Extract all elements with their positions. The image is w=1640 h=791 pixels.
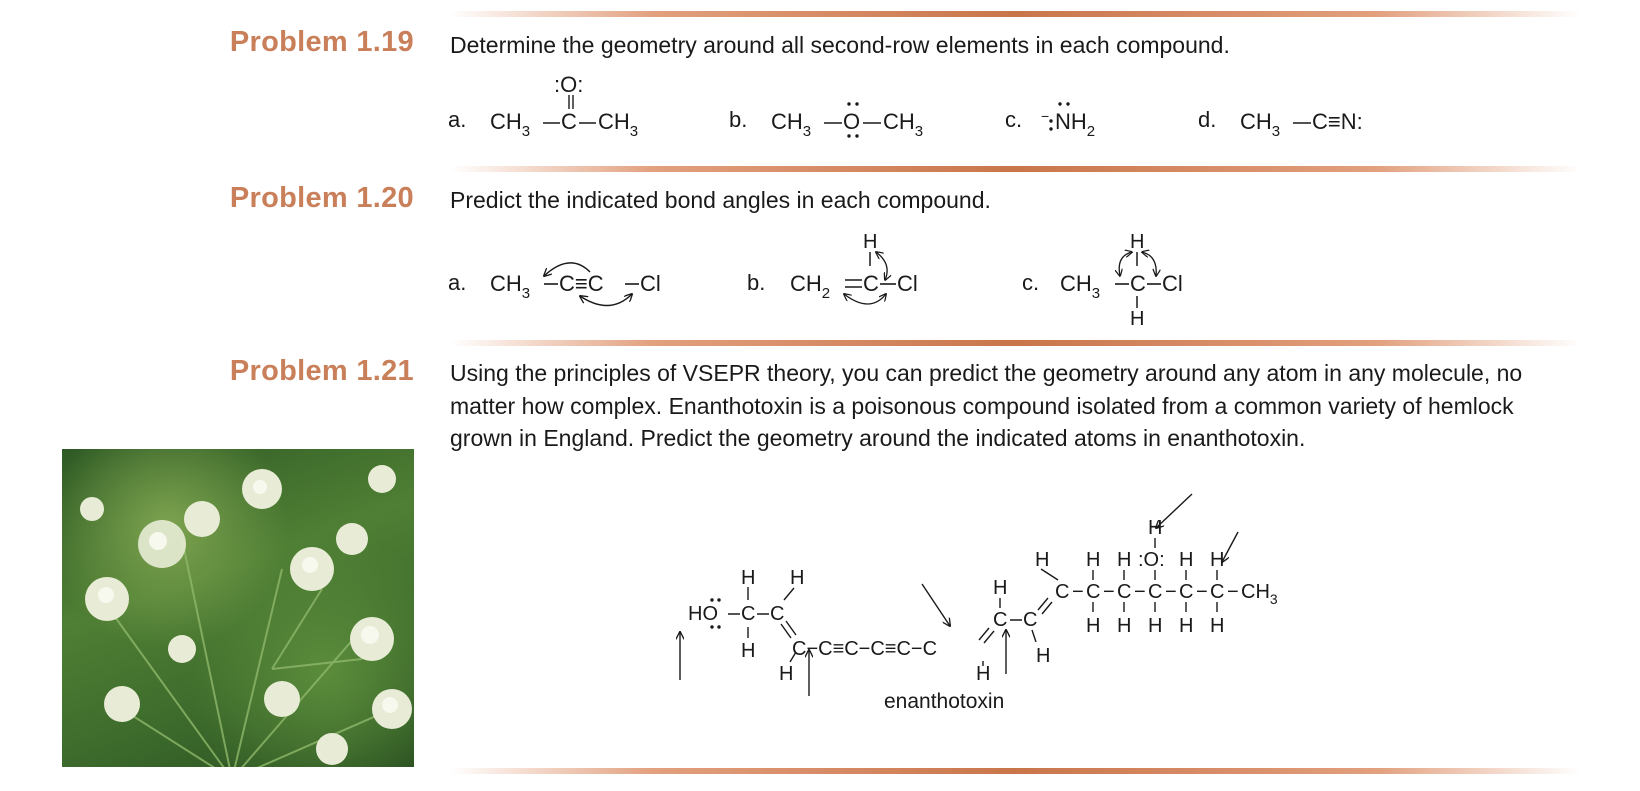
svg-text:H: H xyxy=(1036,645,1050,667)
svg-text:C: C xyxy=(561,109,577,134)
svg-text:CH3: CH3 xyxy=(1060,271,1100,302)
svg-text:C: C xyxy=(1179,581,1193,603)
svg-text:H: H xyxy=(741,567,755,589)
svg-text:b.: b. xyxy=(747,270,765,295)
svg-text:C≡N:: C≡N: xyxy=(1312,109,1363,134)
svg-text:H: H xyxy=(1086,615,1100,637)
svg-text:H: H xyxy=(993,577,1007,599)
svg-text:CH3: CH3 xyxy=(598,109,638,140)
svg-text:Cl: Cl xyxy=(897,271,918,296)
svg-text:C−C≡C−C≡C−C: C−C≡C−C≡C−C xyxy=(792,638,937,660)
section-divider xyxy=(450,166,1580,172)
structure-1-19: a. CH3 C :O: CH3 b. CH3 O CH3 c. − NH2 d… xyxy=(448,72,1363,140)
svg-text:C: C xyxy=(993,609,1007,631)
flower-cluster-icon xyxy=(80,465,412,767)
structure-1-20: a. CH3 C≡C Cl b. CH2 C H Cl c. CH3 C H H… xyxy=(448,231,1183,330)
svg-text:C: C xyxy=(863,271,879,296)
svg-text:a.: a. xyxy=(448,270,466,295)
problem-label: Problem 1.20 xyxy=(229,182,414,214)
svg-text:c.: c. xyxy=(1005,107,1022,132)
svg-text:CH3: CH3 xyxy=(1240,109,1280,140)
svg-text:−: − xyxy=(1103,581,1115,603)
svg-text:C: C xyxy=(741,603,755,625)
svg-text:C: C xyxy=(1210,581,1224,603)
structure-caption: enanthotoxin xyxy=(884,690,1004,713)
svg-text:d.: d. xyxy=(1198,107,1216,132)
svg-text:C: C xyxy=(770,603,784,625)
svg-text:c.: c. xyxy=(1022,270,1039,295)
section-divider xyxy=(450,768,1580,774)
svg-text:H: H xyxy=(1148,615,1162,637)
svg-text:−: − xyxy=(1041,108,1049,124)
section-divider xyxy=(450,340,1580,346)
svg-text:CH3: CH3 xyxy=(1241,581,1278,607)
svg-text:H: H xyxy=(1210,549,1224,571)
svg-text:CH3: CH3 xyxy=(490,271,530,302)
svg-text:−: − xyxy=(1072,581,1084,603)
svg-text:HO: HO xyxy=(688,603,718,625)
svg-text:CH3: CH3 xyxy=(771,109,811,140)
svg-text:H: H xyxy=(1179,549,1193,571)
problem-label: Problem 1.21 xyxy=(229,355,414,387)
svg-text:−: − xyxy=(1165,581,1177,603)
section-divider xyxy=(450,11,1580,17)
svg-text:C: C xyxy=(1055,581,1069,603)
problem-question: Determine the geometry around all second… xyxy=(450,32,1230,58)
svg-text:Cl: Cl xyxy=(1162,271,1183,296)
svg-text:H: H xyxy=(790,567,804,589)
svg-text:−: − xyxy=(1134,581,1146,603)
svg-text:b.: b. xyxy=(729,107,747,132)
svg-text:H: H xyxy=(1086,549,1100,571)
problem-label: Problem 1.19 xyxy=(229,26,414,58)
svg-text:CH2: CH2 xyxy=(790,271,830,302)
svg-text:H: H xyxy=(741,640,755,662)
svg-text:H: H xyxy=(1117,615,1131,637)
svg-text:C: C xyxy=(1130,271,1146,296)
svg-text:H: H xyxy=(1130,231,1144,253)
svg-text::O:: :O: xyxy=(554,72,583,97)
enanthotoxin-structure: HO C H H C H C−C≡C−C≡C−C H H C H C H H C xyxy=(660,493,1278,713)
svg-text:H: H xyxy=(1035,549,1049,571)
svg-text:H: H xyxy=(1117,549,1131,571)
svg-text:C: C xyxy=(1117,581,1131,603)
svg-text:−: − xyxy=(1196,581,1208,603)
svg-text:H: H xyxy=(1148,517,1162,539)
item-letter: a. xyxy=(448,107,466,132)
svg-text:H: H xyxy=(1210,615,1224,637)
svg-text:−: − xyxy=(1227,581,1239,603)
svg-text:C: C xyxy=(1023,609,1037,631)
svg-text:NH2: NH2 xyxy=(1055,109,1095,140)
svg-text:Cl: Cl xyxy=(640,271,661,296)
problem-paragraph: Using the principles of VSEPR theory, yo… xyxy=(450,360,1523,451)
svg-text:H: H xyxy=(863,231,877,253)
problem-question: Predict the indicated bond angles in eac… xyxy=(450,187,991,213)
svg-text:CH3: CH3 xyxy=(883,109,923,140)
svg-text:H: H xyxy=(1179,615,1193,637)
svg-text:O: O xyxy=(843,109,860,134)
svg-text:H: H xyxy=(1130,308,1144,330)
hemlock-flowers-photo xyxy=(62,449,414,767)
svg-text:C≡C: C≡C xyxy=(559,271,604,296)
svg-text:C: C xyxy=(1148,581,1162,603)
svg-text:CH3: CH3 xyxy=(490,109,530,140)
svg-text:H: H xyxy=(976,663,990,685)
svg-text::O:: :O: xyxy=(1138,549,1165,571)
svg-text:C: C xyxy=(1086,581,1100,603)
svg-text:H: H xyxy=(779,663,793,685)
